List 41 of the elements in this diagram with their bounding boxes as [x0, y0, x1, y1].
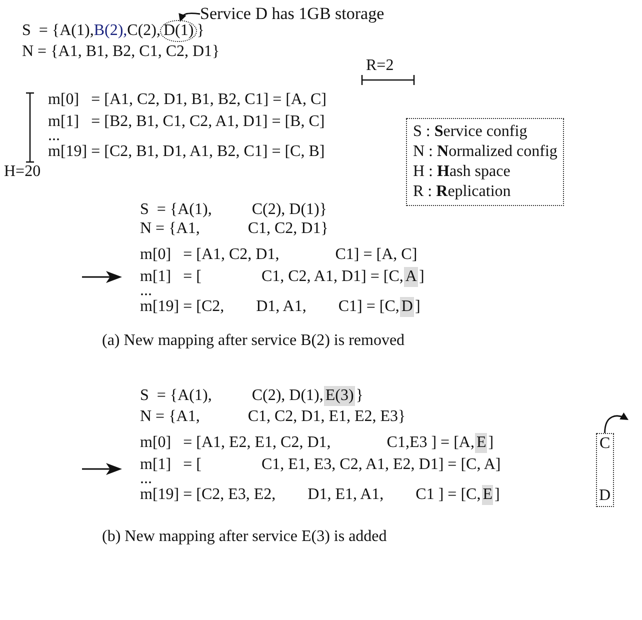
- highlighted-term: B(2),: [94, 21, 128, 41]
- formula-text: ]: [418, 267, 424, 287]
- formula-text: m[0] = [A1, E2, E1, C2, D1, C1,E3 ] = [A,: [140, 433, 474, 453]
- dotted-ellipse: D(1): [160, 20, 197, 42]
- formula-text: N = {A1, C1, C2, D1, E1, E2, E3}: [140, 407, 406, 427]
- annotation-text: Service D has 1GB storage: [200, 4, 384, 24]
- formula-text: C(2),: [127, 21, 160, 41]
- curved-arrow: [604, 412, 629, 434]
- formula-text: ]: [488, 433, 494, 453]
- formula-text: m[0] = [A1, C2, D1, B1, B2, C1] = [A, C]: [48, 90, 326, 110]
- formula-text: N = {A1, C1, C2, D1}: [140, 219, 328, 239]
- formula-text: ]: [494, 485, 500, 505]
- highlighted-text: E(3): [324, 386, 355, 406]
- formula-text: S = {A(1),: [22, 21, 94, 41]
- legend-text: H : Hash space: [413, 162, 512, 182]
- formula-text: S = {A(1), C(2), D(1),: [140, 386, 324, 406]
- caption-text: (b) New mapping after service E(3) is added: [102, 528, 387, 546]
- column-text: C: [599, 434, 610, 454]
- formula-text: m[0] = [A1, C2, D1, C1] = [A, C]: [140, 245, 418, 265]
- formula-text: H=20: [4, 162, 41, 182]
- highlighted-text: A: [404, 267, 418, 287]
- legend-text: S : Service config: [413, 122, 528, 142]
- formula-text: }: [196, 21, 204, 41]
- column-text: D: [599, 486, 611, 506]
- dotted-box: [596, 433, 614, 507]
- formula-text: S = {A(1), C(2), D(1)}: [140, 200, 328, 220]
- highlighted-text: E: [482, 485, 494, 505]
- caption-text: (a) New mapping after service B(2) is removed: [102, 332, 405, 350]
- formula-text: }: [356, 386, 364, 406]
- formula-text: m[19] = [C2, E3, E2, D1, E1, A1, C1 ] = [C,: [140, 485, 481, 505]
- formula-text: ]: [414, 297, 420, 317]
- legend-box: [406, 118, 564, 206]
- highlighted-text: E: [475, 433, 488, 453]
- legend-text: R : Replication: [413, 182, 512, 202]
- curved-arrow: [178, 12, 200, 22]
- legend-text: N : Normalized config: [413, 142, 558, 162]
- formula-text: m[19] = [C2, D1, A1, C1] = [C,: [140, 297, 400, 317]
- formula-text: m[19] = [C2, B1, D1, A1, B2, C1] = [C, B]: [48, 142, 325, 162]
- formula-text: R=2: [366, 56, 394, 76]
- formula-text: N = {A1, B1, B2, C1, C2, D1}: [22, 42, 220, 62]
- highlighted-text: D: [400, 297, 414, 317]
